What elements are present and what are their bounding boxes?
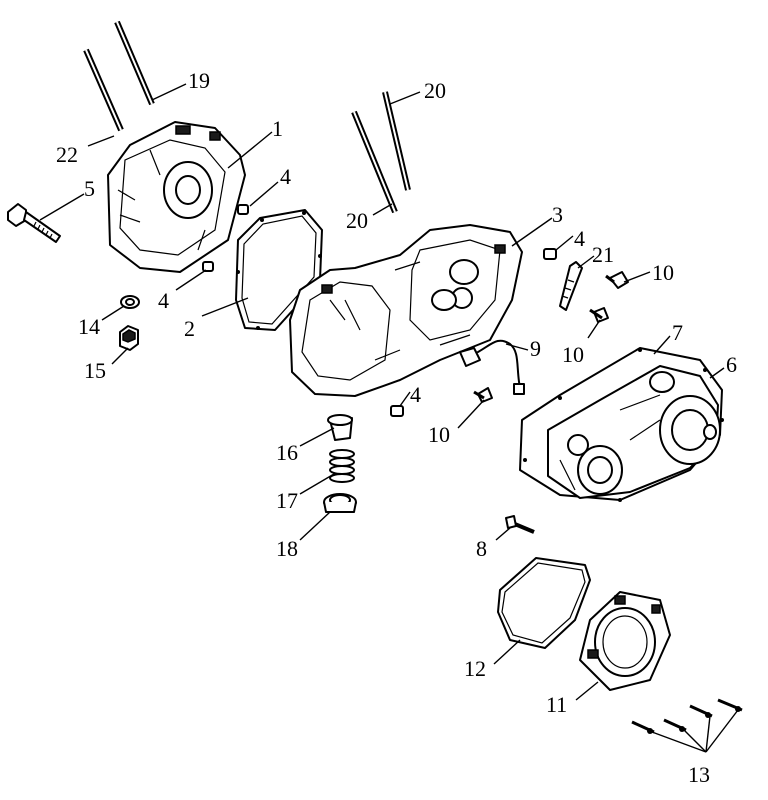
- callout-4-left: 4: [158, 288, 169, 313]
- callout-2: 2: [184, 316, 195, 341]
- callout-4-upper: 4: [280, 164, 291, 189]
- stud-22: [83, 48, 124, 132]
- leader-lines: [39, 83, 739, 753]
- dowel-pin-4-upper: [237, 204, 249, 215]
- dowel-pin-4-right: [543, 248, 557, 260]
- callout-13: 13: [688, 762, 710, 787]
- callout-15: 15: [84, 358, 106, 383]
- callout-1: 1: [272, 116, 283, 141]
- callout-4-lower: 4: [410, 382, 421, 407]
- crankcase-left-half: [107, 121, 246, 273]
- callout-18: 18: [276, 536, 298, 561]
- callout-11: 11: [546, 692, 567, 717]
- callout-21: 21: [592, 242, 614, 267]
- callout-20-left: 20: [346, 208, 368, 233]
- stud-19: [114, 20, 155, 106]
- callout-3: 3: [552, 202, 563, 227]
- callout-5: 5: [84, 176, 95, 201]
- bolt-10-top-right: [605, 271, 629, 289]
- callout-10-top: 10: [652, 260, 674, 285]
- washer-14-hole: [125, 298, 135, 306]
- stud-20-right: [382, 91, 411, 191]
- cover-11: [579, 591, 671, 691]
- stud-20-left: [351, 110, 398, 214]
- bolt-8: [505, 515, 535, 534]
- callout-8: 8: [476, 536, 487, 561]
- callout-7: 7: [672, 320, 683, 345]
- dowel-pin-4-lower: [390, 405, 404, 417]
- callout-20-right: 20: [424, 78, 446, 103]
- callout-9: 9: [530, 336, 541, 361]
- bolt-10-lower: [473, 387, 493, 403]
- callout-22: 22: [56, 142, 78, 167]
- spring-17: [329, 449, 355, 483]
- gasket-2: [235, 209, 323, 331]
- stud-21: [559, 261, 583, 311]
- callout-6: 6: [726, 352, 737, 377]
- drain-plug-15: [119, 325, 139, 351]
- cap-16: [327, 414, 353, 441]
- bolt-5: [7, 203, 61, 243]
- callout-4-right: 4: [574, 226, 585, 251]
- callout-12: 12: [464, 656, 486, 681]
- gasket-12: [497, 557, 591, 649]
- bolts-13: [631, 698, 743, 734]
- callout-17: 17: [276, 488, 298, 513]
- sensor-9: [459, 339, 525, 395]
- callout-16: 16: [276, 440, 298, 465]
- dowel-pin-4-left: [202, 261, 214, 272]
- callout-numbers: 19 22 1 4 5 4 2 14 15 20 20 3 4 21 10 10…: [56, 68, 737, 787]
- callout-19: 19: [188, 68, 210, 93]
- crankcase-main: [289, 224, 523, 397]
- cvt-cover-6: [547, 365, 721, 499]
- callout-10-lower: 10: [428, 422, 450, 447]
- cap-18: [323, 493, 357, 513]
- callout-14: 14: [78, 314, 100, 339]
- bolt-10-middle: [589, 307, 609, 323]
- callout-10-middle: 10: [562, 342, 584, 367]
